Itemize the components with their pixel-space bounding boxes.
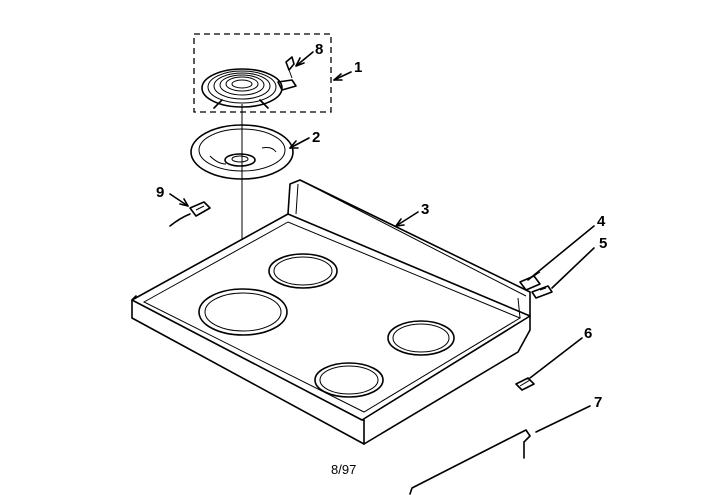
cooktop (131, 179, 531, 445)
hinge-pin (519, 271, 541, 291)
part-label-4: 4 (597, 213, 606, 230)
surface-element-coil (201, 68, 297, 109)
support-rod (409, 429, 531, 495)
part-label-7: 7 (594, 394, 602, 411)
date-code: 8/97 (331, 462, 356, 477)
part-label-2: 2 (312, 129, 320, 146)
part-label-1: 1 (354, 59, 362, 76)
part-label-9: 9 (156, 184, 164, 201)
part-label-5: 5 (599, 235, 607, 252)
part-label-8: 8 (315, 41, 323, 58)
leader-lines (169, 51, 595, 433)
surface-unit-assembly-box (193, 33, 332, 113)
part-label-6: 6 (584, 325, 592, 342)
screw (531, 285, 553, 299)
part-label-3: 3 (421, 201, 429, 218)
element-receptacle (285, 56, 295, 79)
clip (515, 377, 535, 391)
wire-harness-connector (169, 201, 211, 227)
